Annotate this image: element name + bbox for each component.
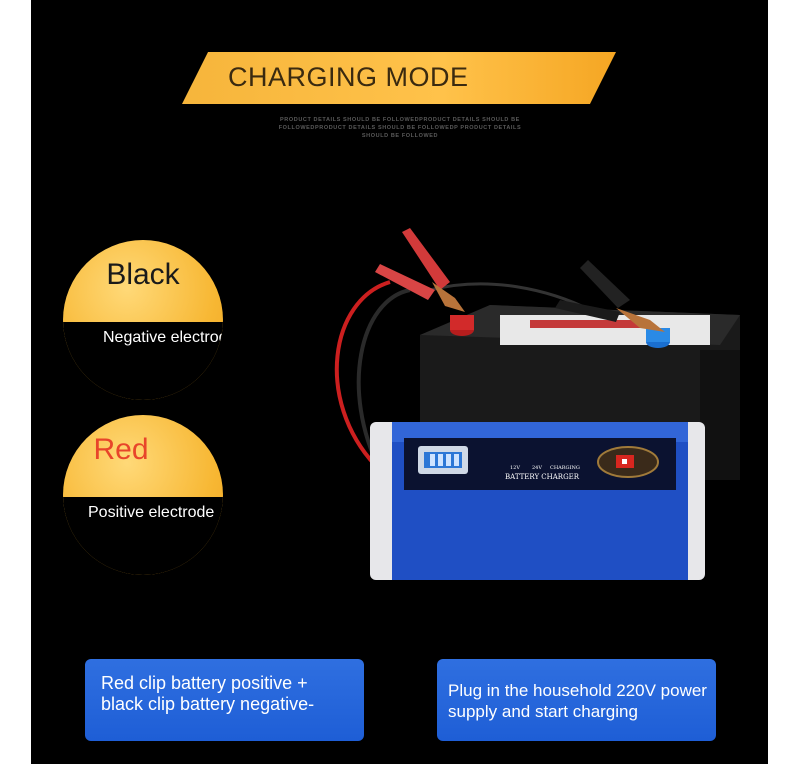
banner-title: CHARGING MODE — [228, 62, 469, 92]
indicator-12v: 12V — [510, 465, 520, 471]
clip-role: Negative electrode — [103, 329, 223, 346]
black-cable — [356, 288, 411, 471]
clip-role: Positive electrode — [88, 504, 215, 521]
instruction-box-clips: Red clip battery positive + black clip b… — [85, 659, 364, 741]
clip-color-name: Red — [93, 433, 149, 466]
charger-and-battery-illustration: 12V 24V CHARGING BATTERY CHARGER — [334, 228, 740, 580]
title-banner — [182, 52, 616, 104]
black-clip-icon — [555, 260, 665, 332]
charger-indicators: 12V 24V CHARGING BATTERY CHARGER — [505, 465, 580, 481]
fine-print: PRODUCT DETAILS SHOULD BE FOLLOWEDPRODUC… — [278, 117, 522, 139]
badge-band — [63, 497, 223, 575]
charger-label: BATTERY CHARGER — [505, 473, 580, 481]
negative-terminal — [646, 328, 670, 348]
positive-terminal — [450, 315, 474, 336]
badge-band — [63, 322, 223, 400]
indicator-24v: 24V — [532, 465, 542, 471]
instruction-box-power: Plug in the household 220V power supply … — [437, 659, 716, 741]
red-cable — [334, 280, 391, 467]
clip-color-name: Black — [106, 258, 180, 291]
red-clip-badge: Red Positive electrode — [63, 415, 223, 575]
instruction-text: Red clip battery positive + black clip b… — [101, 673, 315, 714]
instruction-text: Plug in the household 220V power supply … — [448, 681, 707, 721]
indicator-charging: CHARGING — [550, 465, 580, 471]
red-clip-icon — [375, 228, 465, 312]
black-clip-badge: Black Negative electrode — [63, 240, 223, 400]
charger-body — [370, 422, 705, 580]
